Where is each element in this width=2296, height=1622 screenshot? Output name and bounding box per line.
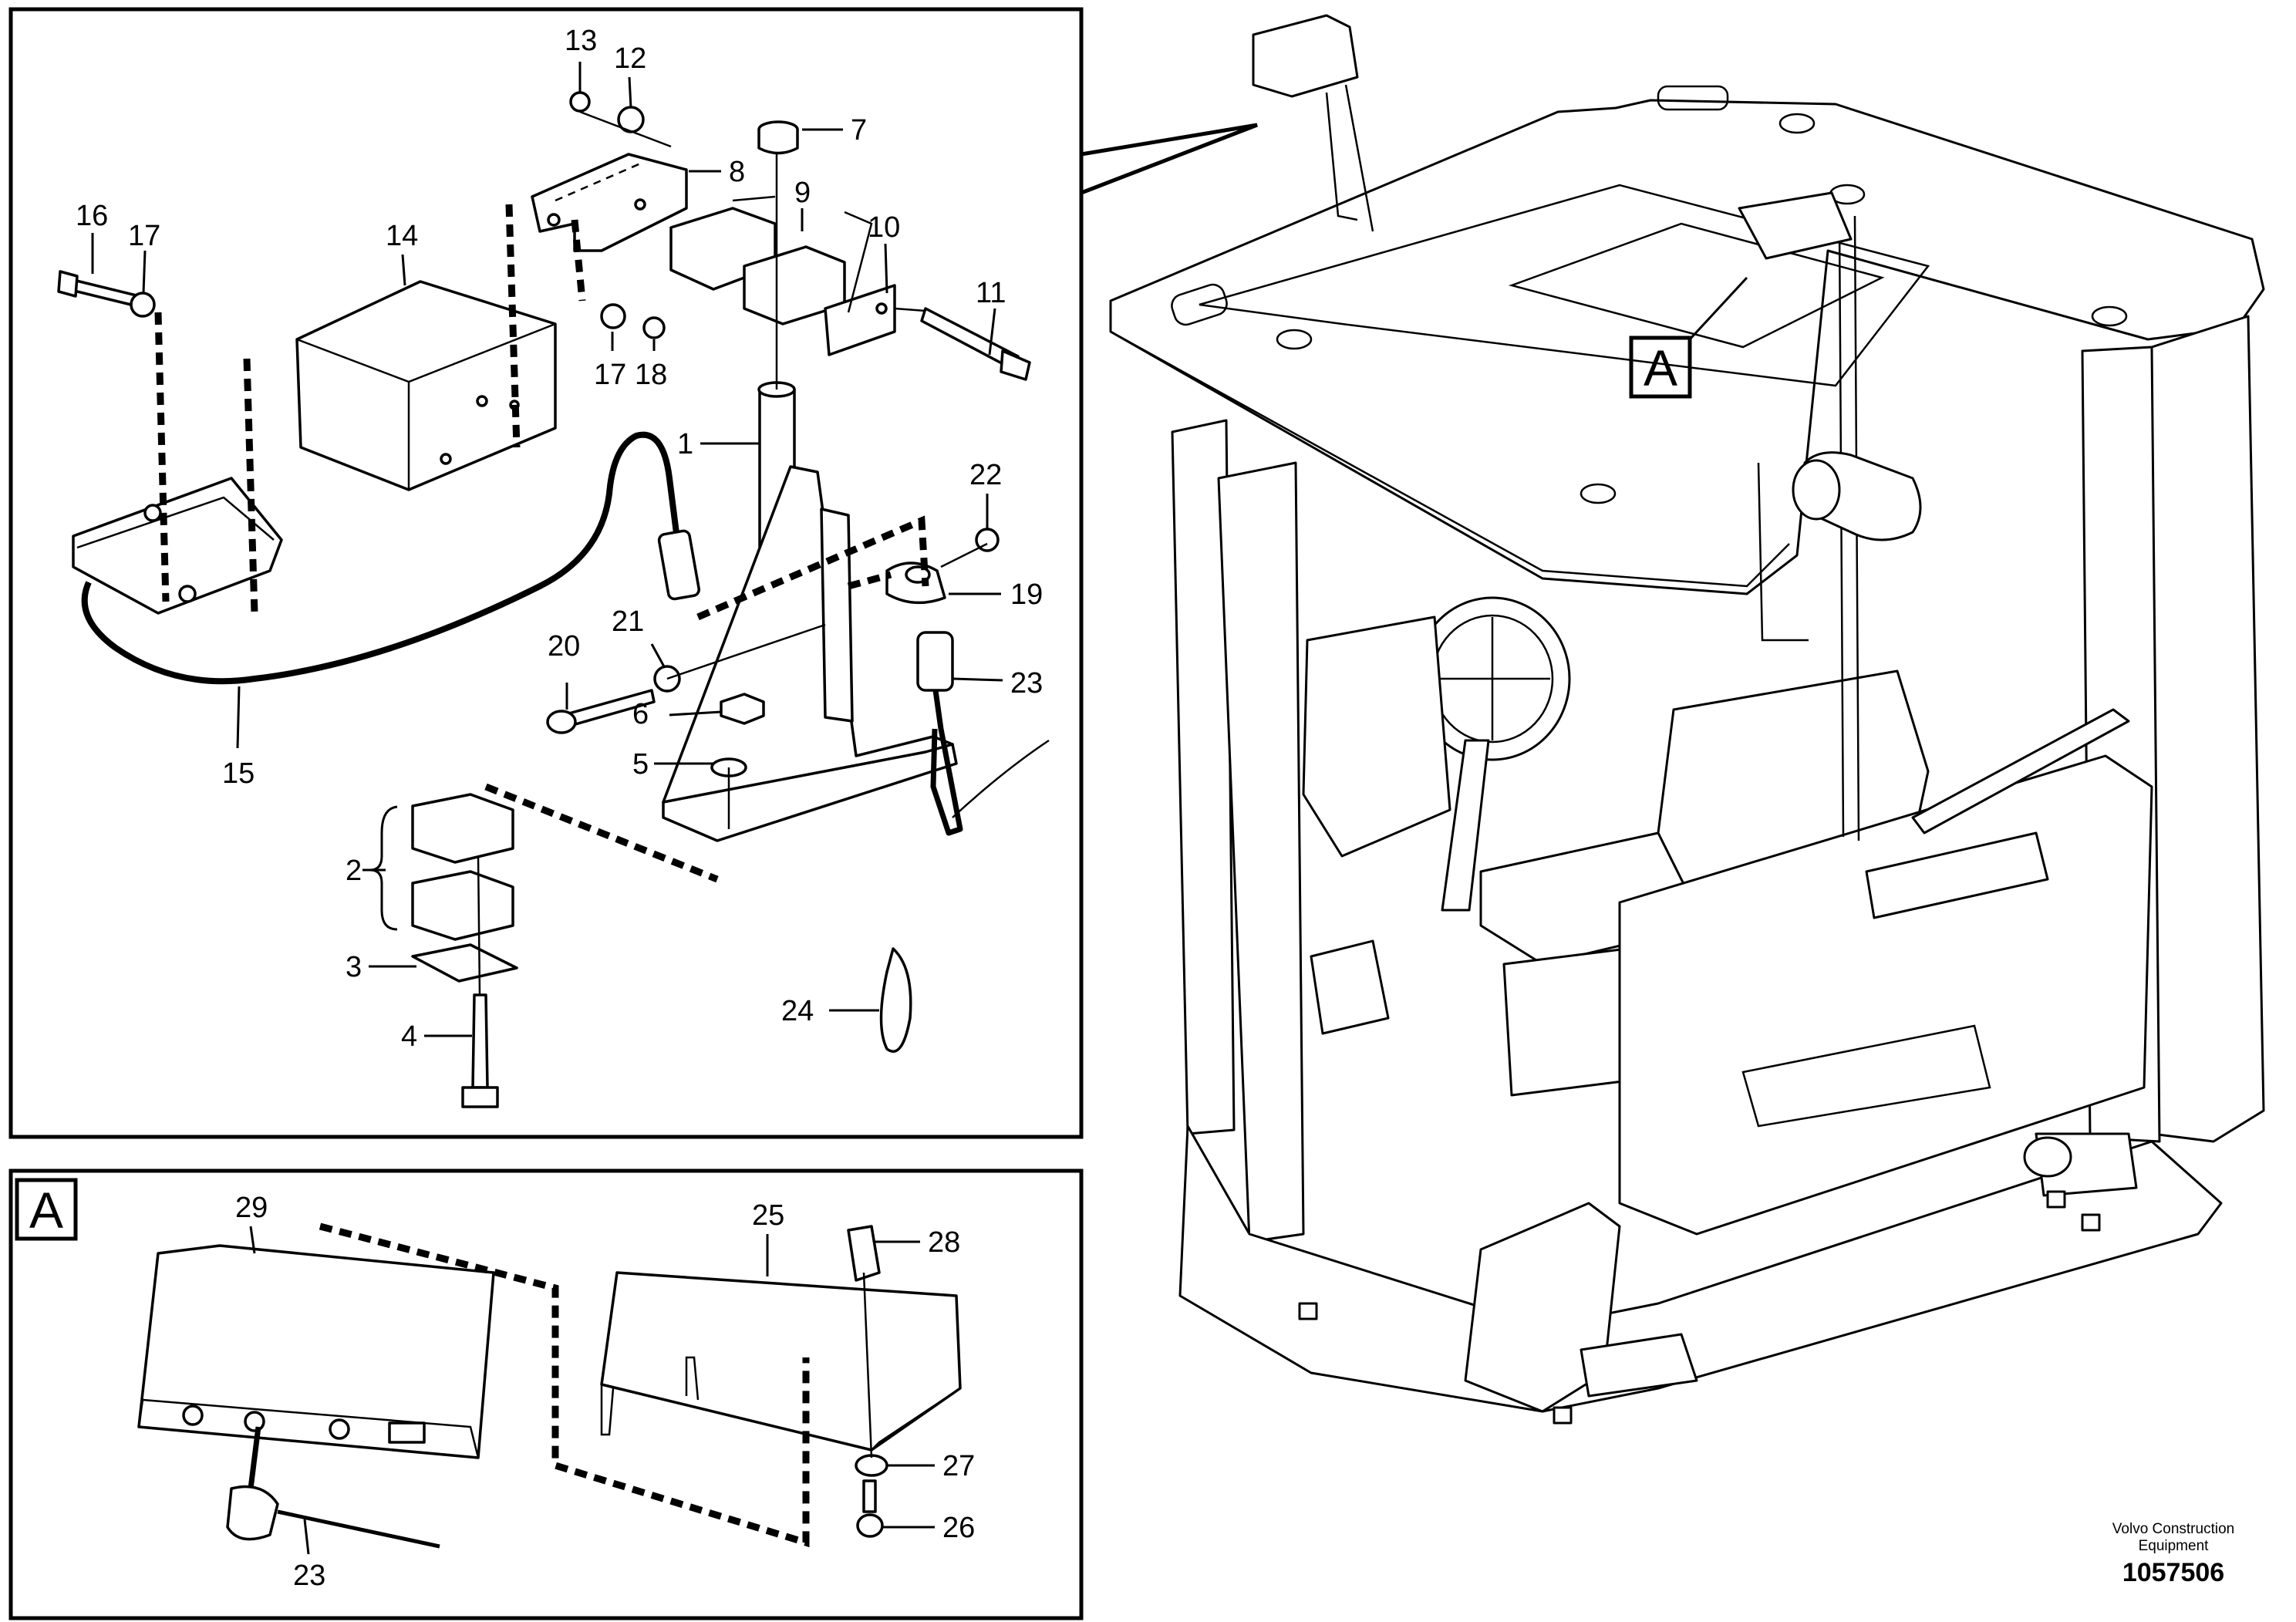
part-24-cable-tie bbox=[879, 947, 912, 1053]
callout-13: 13 bbox=[565, 25, 597, 57]
cab-module-location bbox=[1738, 191, 1853, 260]
cab-dashboard bbox=[1302, 615, 1451, 858]
footer: Volvo Construction Equipment 1057506 bbox=[2112, 1521, 2234, 1587]
part-3-plate bbox=[411, 943, 518, 983]
part-11-bolt bbox=[920, 307, 1031, 381]
footer-doc-number: 1057506 bbox=[2122, 1558, 2224, 1587]
footer-brand-line2: Equipment bbox=[2139, 1538, 2210, 1554]
callout-25: 25 bbox=[752, 1199, 784, 1232]
part-28-clip bbox=[847, 1225, 881, 1282]
callout-15: 15 bbox=[222, 757, 255, 790]
callout-20: 20 bbox=[548, 630, 580, 663]
part-6-nut bbox=[720, 693, 765, 725]
part-23-cable bbox=[916, 631, 1050, 836]
callout-14: 14 bbox=[386, 220, 418, 252]
cab-steering-wheel bbox=[1414, 596, 1571, 912]
part-22-washer bbox=[975, 528, 1000, 552]
callout-4: 4 bbox=[401, 1020, 417, 1053]
part-17-washer-left bbox=[130, 292, 156, 318]
callout-7: 7 bbox=[851, 114, 867, 147]
callout-21: 21 bbox=[612, 605, 644, 638]
assembly-axis-lines bbox=[477, 110, 988, 996]
detail-axis-line bbox=[862, 1272, 873, 1458]
part-20-bolt bbox=[546, 689, 656, 734]
callout-labels-main: 1 2 3 4 5 6 7 8 9 10 11 12 13 14 15 16 1… bbox=[76, 25, 1043, 1053]
footer-brand-line1: Volvo Construction bbox=[2112, 1521, 2234, 1537]
callout-10: 10 bbox=[868, 211, 900, 244]
callout-leaders-main bbox=[91, 62, 1003, 1037]
callout-26: 26 bbox=[942, 1512, 975, 1544]
callout-9: 9 bbox=[794, 177, 811, 209]
left-bracket bbox=[72, 477, 283, 615]
callout-6: 6 bbox=[632, 698, 649, 730]
main-view-pointer bbox=[1081, 123, 1258, 195]
part-25-cover bbox=[600, 1271, 962, 1452]
part-17-washer-right bbox=[600, 303, 626, 329]
assembly-dashed-lines bbox=[154, 204, 929, 883]
part-10-plate bbox=[824, 284, 896, 356]
detail-view-frame bbox=[8, 1168, 1084, 1620]
part-29-module bbox=[137, 1244, 495, 1459]
part-8-bracket bbox=[531, 153, 688, 252]
part-9-clamp bbox=[669, 207, 846, 325]
callout-23-detail: 23 bbox=[293, 1560, 325, 1592]
part-stand-base bbox=[662, 465, 958, 842]
callout-29: 29 bbox=[235, 1192, 268, 1224]
callout-17-right: 17 bbox=[594, 359, 626, 391]
callout-28: 28 bbox=[928, 1226, 960, 1259]
callout-17-left: 17 bbox=[128, 220, 160, 252]
detail-assembly-dashed-line bbox=[319, 1222, 810, 1548]
callout-12: 12 bbox=[614, 42, 646, 75]
callout-leaders-detail bbox=[249, 1226, 935, 1555]
part-2-clamp-halves bbox=[411, 793, 514, 941]
part-13-nut bbox=[569, 91, 591, 113]
part-4-bolt bbox=[461, 993, 499, 1108]
detail-view-a: A bbox=[8, 1168, 1084, 1620]
part-14-housing bbox=[295, 280, 557, 491]
part-26-screw bbox=[856, 1479, 884, 1538]
cab-illustration: A bbox=[1109, 14, 2265, 1425]
callout-8: 8 bbox=[729, 156, 745, 188]
callout-22: 22 bbox=[969, 459, 1002, 491]
part-15-connector bbox=[657, 529, 700, 601]
callout-labels-detail: 29 25 28 27 26 23 bbox=[235, 1192, 975, 1592]
cab-view-marker-letter: A bbox=[1644, 339, 1677, 396]
part-16-screw bbox=[57, 270, 144, 309]
callout-2: 2 bbox=[346, 855, 362, 887]
part-19-clamp bbox=[885, 561, 946, 605]
callout-1: 1 bbox=[677, 428, 693, 460]
callout-3: 3 bbox=[346, 951, 362, 983]
main-view-frame bbox=[8, 7, 1084, 1139]
cab-view-marker: A bbox=[1629, 276, 1748, 399]
callout-27: 27 bbox=[942, 1450, 975, 1482]
part-18-nut bbox=[642, 316, 666, 339]
detail-view-letter: A bbox=[29, 1182, 63, 1239]
part-27-washer bbox=[855, 1454, 888, 1477]
callout-19: 19 bbox=[1010, 578, 1043, 611]
callout-18: 18 bbox=[635, 359, 667, 391]
callout-16: 16 bbox=[76, 200, 108, 232]
part-23-cable-detail bbox=[226, 1426, 440, 1549]
callout-11: 11 bbox=[976, 277, 1006, 309]
callout-24: 24 bbox=[781, 995, 814, 1027]
callout-5: 5 bbox=[632, 748, 649, 781]
cab-roof-device bbox=[1252, 14, 1374, 232]
main-view: 1 2 3 4 5 6 7 8 9 10 11 12 13 14 15 16 1… bbox=[8, 7, 1258, 1139]
callout-23: 23 bbox=[1010, 667, 1043, 700]
detail-view-letter-box bbox=[15, 1178, 78, 1241]
